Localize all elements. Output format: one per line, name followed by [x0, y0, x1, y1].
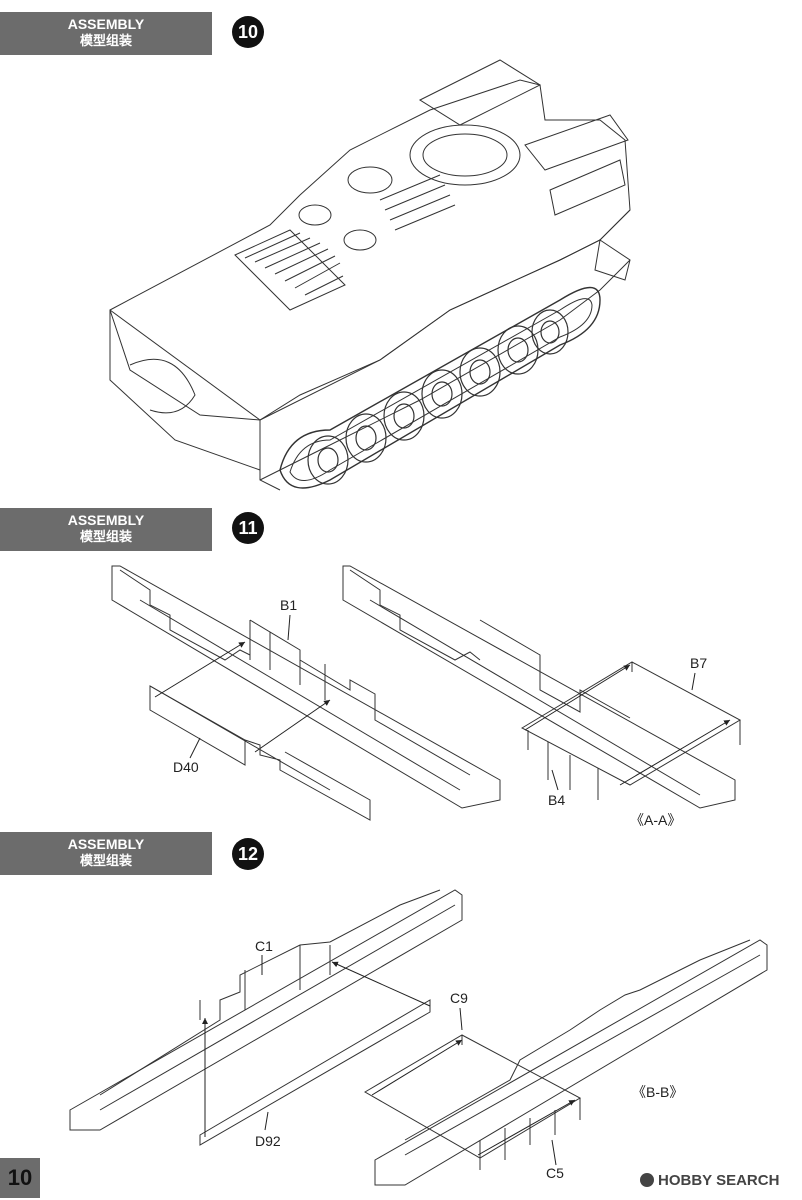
step-11-left-fender	[112, 566, 500, 820]
track-and-wheels	[280, 288, 600, 489]
step-12-banner: ASSEMBLY 模型组装	[0, 832, 212, 875]
arrow-d40-2	[255, 700, 330, 752]
part-label-c9: C9	[450, 990, 468, 1006]
leader-b4	[552, 770, 558, 790]
part-label-d92: D92	[255, 1133, 281, 1149]
step-number-12: 12	[232, 838, 264, 870]
step-number-10: 10	[232, 16, 264, 48]
arrow-c9-1	[372, 1040, 462, 1095]
step-11-right-fender	[343, 566, 740, 808]
section-label-a-a: 《A-A》	[630, 812, 682, 828]
assembly-title-cn: 模型组装	[79, 34, 132, 49]
leader-b1	[288, 615, 290, 640]
step-10-banner: ASSEMBLY 模型组装	[0, 12, 212, 55]
assembly-title-en: ASSEMBLY	[67, 16, 145, 32]
leader-b7	[692, 673, 695, 690]
assembly-title-cn: 模型组装	[79, 530, 132, 545]
arrow-d92-2	[332, 962, 430, 1006]
part-label-d40: D40	[173, 759, 199, 775]
part-label-c5: C5	[546, 1165, 564, 1181]
assembly-title-en: ASSEMBLY	[67, 512, 145, 528]
assembly-title-cn: 模型组装	[79, 854, 132, 869]
step-12-left-fender	[70, 890, 462, 1145]
leader-d40	[190, 738, 200, 758]
vehicle-hull-drawing	[110, 60, 630, 490]
part-label-c1: C1	[255, 938, 273, 954]
part-label-b7: B7	[690, 655, 708, 671]
watermark-logo-icon	[640, 1173, 654, 1187]
arrow-b7-2	[620, 720, 730, 785]
section-label-b-b: 《B-B》	[632, 1084, 684, 1100]
page-number: 10	[0, 1158, 40, 1198]
watermark: HOBBY SEARCH	[640, 1172, 779, 1192]
assembly-title-en: ASSEMBLY	[67, 836, 145, 852]
part-label-b4: B4	[548, 792, 566, 808]
part-label-b1: B1	[280, 597, 298, 613]
step-11-banner: ASSEMBLY 模型组装	[0, 508, 212, 551]
leader-d92	[265, 1112, 268, 1130]
step-number-11: 11	[232, 512, 264, 544]
leader-c9	[460, 1008, 462, 1030]
arrow-c9-2	[478, 1100, 575, 1155]
watermark-text: HOBBY SEARCH	[658, 1172, 780, 1189]
step-12-right-fender	[365, 940, 767, 1185]
arrow-d40-1	[155, 642, 245, 697]
arrow-b7-1	[525, 665, 630, 730]
leader-c5	[552, 1140, 556, 1165]
